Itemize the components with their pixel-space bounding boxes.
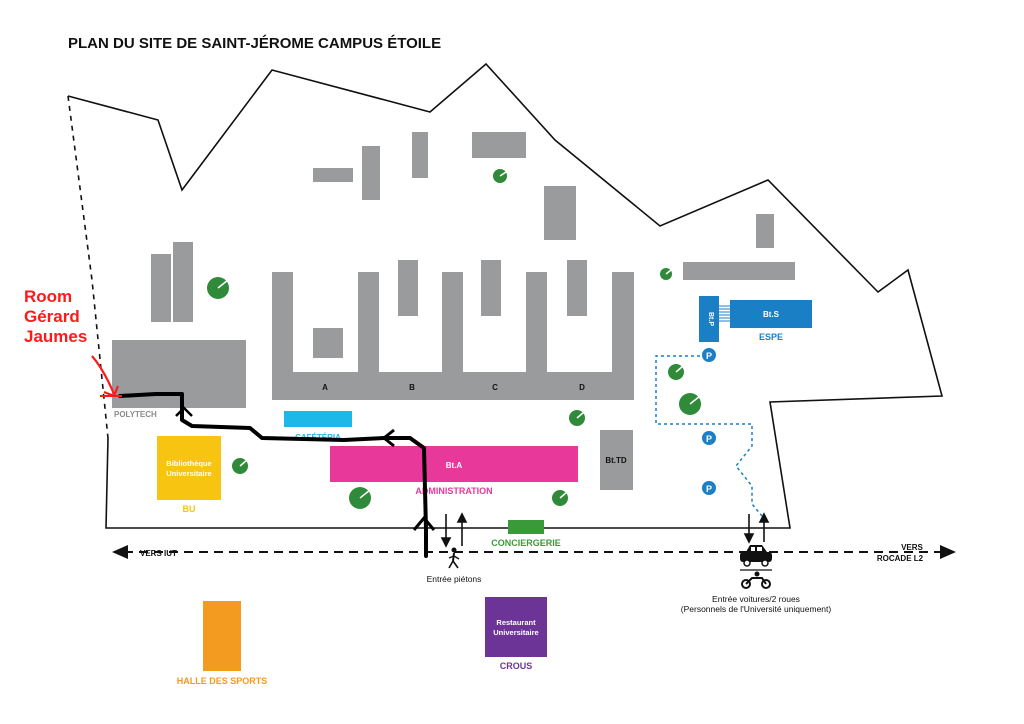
restaurant-label-line-2: Universitaire <box>493 628 538 637</box>
library-label-line-2: Universitaire <box>166 469 211 478</box>
bt-td-building <box>600 430 633 490</box>
route-arrow-up-icon <box>412 515 436 531</box>
vers-rocade-line-1: VERS <box>901 543 923 552</box>
restaurant-label-line-1: Restaurant <box>496 618 536 627</box>
parking-icon: P <box>702 481 716 495</box>
library-building <box>157 436 221 500</box>
arrow-left-icon <box>112 545 128 559</box>
conciergerie-label: CONCIERGERIE <box>491 538 561 548</box>
bt-a-label: Bt.A <box>446 461 463 470</box>
library-label-line-1: Bibliothèque <box>166 459 211 468</box>
upper-buildings <box>151 132 795 322</box>
svg-text:P: P <box>706 484 712 494</box>
bu-label: BU <box>183 504 196 514</box>
map-title: PLAN DU SITE DE SAINT-JÉROME CAMPUS ÉTOI… <box>68 35 441 52</box>
parking-path <box>655 355 763 517</box>
tree-highlights <box>217 171 701 499</box>
svg-text:P: P <box>706 351 712 361</box>
parking-icon: P <box>702 348 716 362</box>
espe-walkway <box>719 305 730 322</box>
svg-text:P: P <box>706 434 712 444</box>
campus-boundary-dashed <box>67 95 109 439</box>
vers-iut-label: VERS IUT <box>140 549 177 558</box>
conciergerie-building <box>508 520 544 534</box>
campus-boundary <box>67 62 944 529</box>
room-annotation-line-3: Jaumes <box>24 327 87 346</box>
pedestrian-icon <box>448 547 460 569</box>
bt-td-label: Bt.TD <box>605 456 627 465</box>
motorbike-icon <box>741 571 771 589</box>
wing-a-label: A <box>322 383 328 392</box>
vehicle-entry-arrows <box>743 512 770 544</box>
administration-label: ADMINISTRATION <box>415 486 492 496</box>
crous-label: CROUS <box>500 661 533 671</box>
wing-b-label: B <box>409 383 415 392</box>
bt-a-building <box>330 446 578 482</box>
polytech-building <box>112 340 246 408</box>
room-annotation-line-1: Room <box>24 287 72 306</box>
halle-des-sports-building <box>203 601 241 671</box>
bt-s-label: Bt.S <box>763 310 780 319</box>
wing-c-label: C <box>492 383 498 392</box>
pedestrian-entry-arrows <box>440 512 468 548</box>
cafeteria-building <box>284 411 352 427</box>
comb-inner-blocks <box>313 260 587 358</box>
espe-label: ESPE <box>759 332 783 342</box>
halle-des-sports-label: HALLE DES SPORTS <box>177 676 268 686</box>
room-arrow-icon <box>91 355 116 395</box>
vers-rocade-line-2: ROCADE L2 <box>877 554 924 563</box>
pedestrian-entrance-label: Entrée piétons <box>427 574 482 584</box>
room-annotation-line-2: Gérard <box>24 307 80 326</box>
vehicle-entrance-line-1: Entrée voitures/2 roues <box>712 594 800 604</box>
route-arrow-left-icon <box>381 428 395 448</box>
route-arrow-up-small-icon <box>175 406 193 417</box>
restaurant-building <box>485 597 547 657</box>
bt-p-label: Bt.P <box>707 312 714 326</box>
bt-s-building <box>730 300 812 328</box>
car-icon <box>740 545 772 567</box>
bt-p-building <box>699 296 719 342</box>
arrow-right-icon <box>940 545 956 559</box>
route-path <box>118 392 428 558</box>
polytech-label: POLYTECH <box>114 410 157 419</box>
main-comb-building <box>272 272 634 400</box>
vehicle-entrance-line-2: (Personnels de l'Université uniquement) <box>681 604 832 614</box>
parking-icon: P <box>702 431 716 445</box>
wing-d-label: D <box>579 383 585 392</box>
